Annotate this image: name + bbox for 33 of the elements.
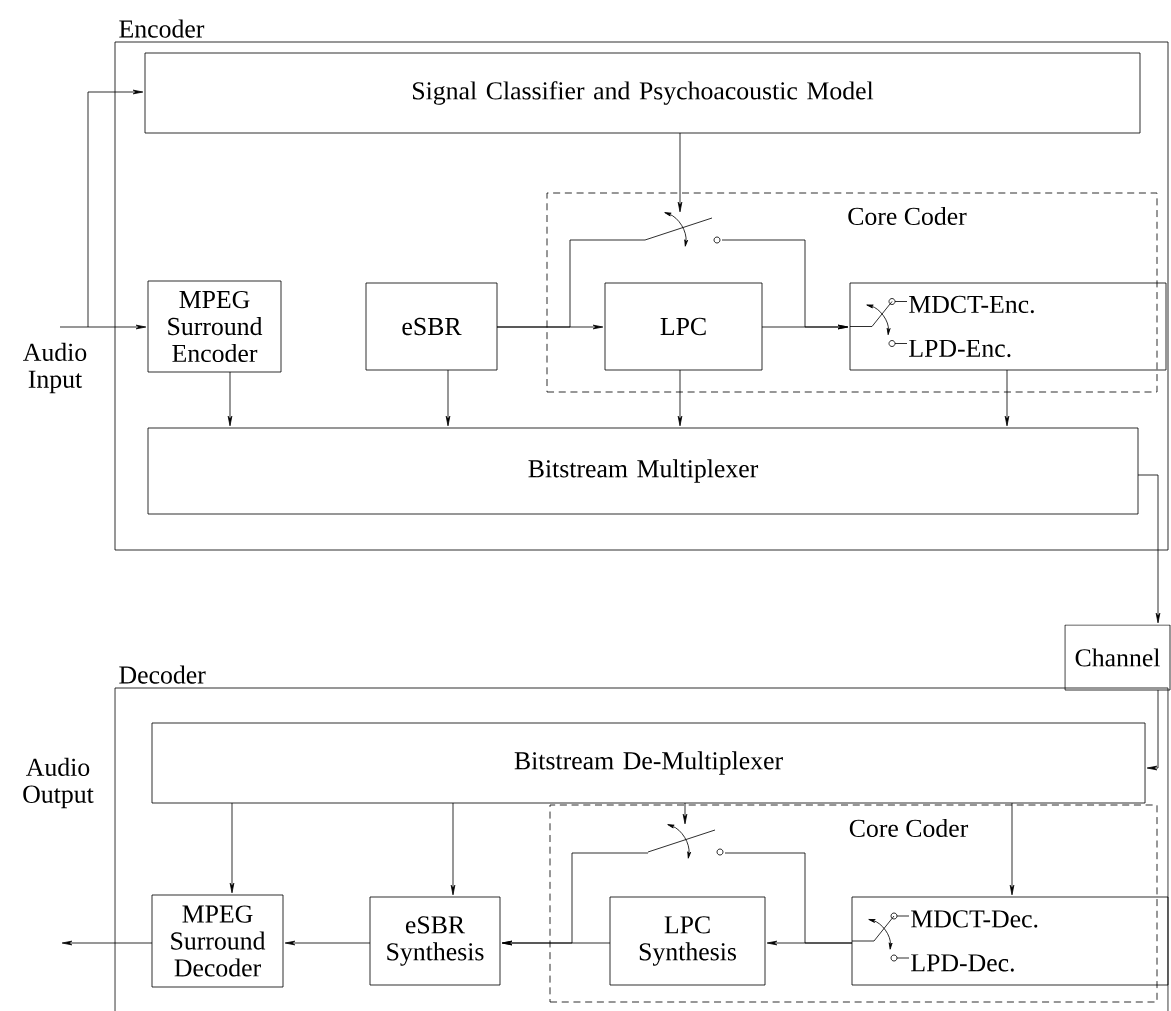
process-box: MPEG Surround Decoder [151,894,284,988]
arrow [1137,474,1161,624]
arrow [677,132,683,213]
switch-symbol [644,212,721,247]
process-box: eSBR [365,282,498,371]
process-box: Bitstream De-Multiplexer [151,722,1146,804]
process-box: MDCT-Enc. LPD-Enc. [849,282,1167,371]
process-box: MDCT-Dec. LPD-Dec. [851,896,1169,986]
arrow [450,802,456,896]
node-label: Encoder [119,19,205,38]
arrow [59,324,147,330]
process-box: eSBR Synthesis [369,896,501,986]
process-box: LPC Synthesis [609,896,766,986]
terminal-label: Audio Input [23,342,87,394]
process-box: LPC [604,282,763,371]
arrow [761,324,849,330]
arrow [677,369,683,427]
arrow [87,89,144,328]
node-label: Decoder [119,665,206,684]
process-box: Signal Classifier and Psychoacoustic Model [144,52,1141,134]
arrow [501,940,611,946]
arrow [445,369,451,427]
arrow [229,802,235,894]
arrow [227,371,233,427]
arrow [284,940,371,946]
switch-symbol [647,824,724,859]
process-box: Channel [1064,624,1171,691]
arrow [1004,369,1010,427]
terminal-label: Audio Output [23,757,94,809]
process-box: Bitstream Multiplexer [147,427,1139,515]
arrow [1146,689,1159,771]
arrow [61,940,153,946]
process-box: MPEG Surround Encoder [147,280,282,373]
